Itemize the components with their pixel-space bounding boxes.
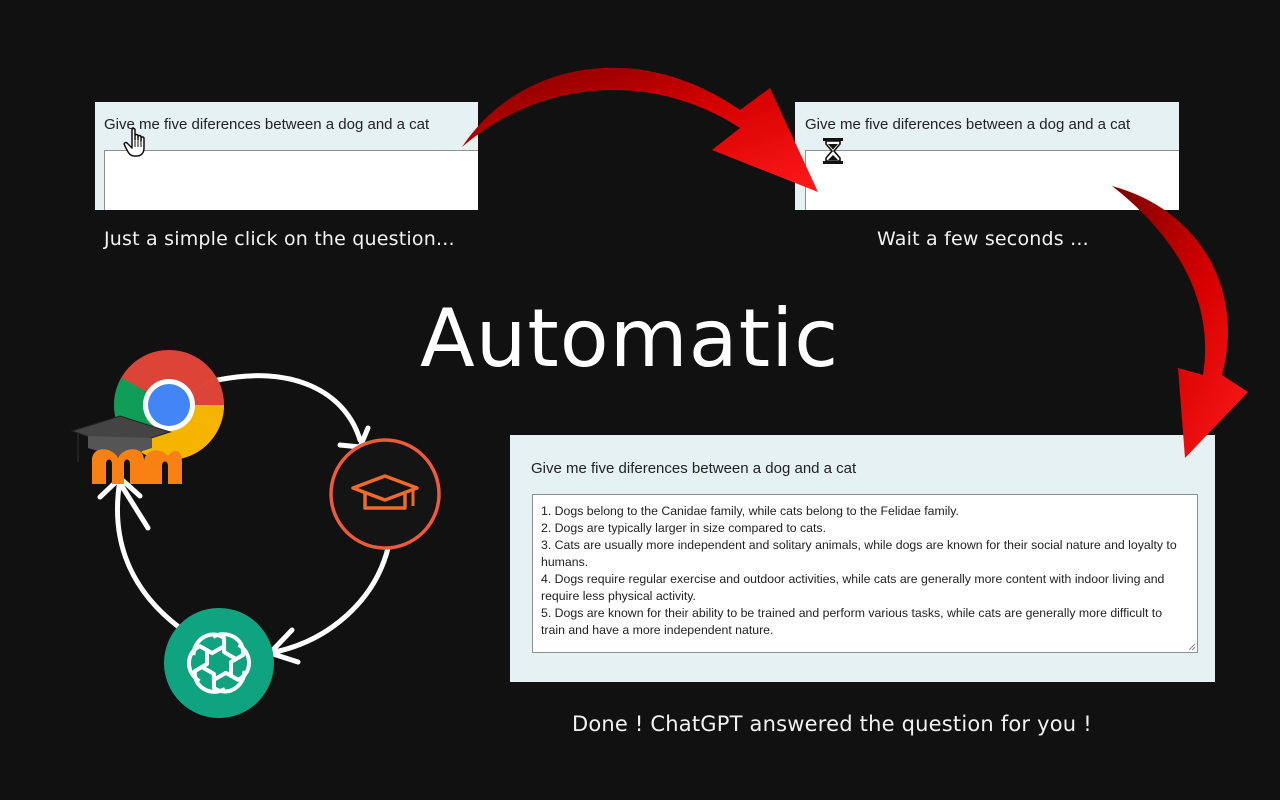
question-text: Give me five diferences between a dog an… <box>805 116 1131 133</box>
moodle-logo-icon <box>70 415 182 484</box>
answer-line: 1. Dogs belong to the Canidae family, wh… <box>541 504 959 518</box>
question-text[interactable]: Give me five diferences between a dog an… <box>104 116 430 133</box>
openai-logo-icon <box>164 608 274 718</box>
hourglass-icon <box>823 138 843 164</box>
cycle-arrow-cap-to-openai <box>272 545 391 655</box>
answer-line: 4. Dogs require regular exercise and out… <box>541 572 1168 603</box>
automatic-title: Automatic <box>420 292 840 385</box>
answer-textarea[interactable]: 1. Dogs belong to the Canidae family, wh… <box>532 494 1198 653</box>
graduation-cap-icon <box>329 438 441 550</box>
answer-line: 3. Cats are usually more independent and… <box>541 538 1181 569</box>
caption-step3: Done ! ChatGPT answered the question for… <box>572 712 1092 736</box>
cycle-arrow-chrome-to-cap <box>215 373 363 443</box>
answer-box[interactable] <box>104 150 478 210</box>
question-panel-step1: Give me five diferences between a dog an… <box>95 102 478 210</box>
answer-line: 2. Dogs are typically larger in size com… <box>541 521 827 535</box>
caption-step1: Just a simple click on the question... <box>104 228 455 250</box>
caption-step2: Wait a few seconds ... <box>877 228 1089 250</box>
cycle-tail-left <box>115 477 151 531</box>
hand-pointer-icon <box>123 127 145 157</box>
question-panel-step2: Give me five diferences between a dog an… <box>795 102 1179 210</box>
answer-panel-step3: Give me five diferences between a dog an… <box>510 435 1215 682</box>
question-text: Give me five diferences between a dog an… <box>531 460 857 477</box>
answer-line: 5. Dogs are known for their ability to b… <box>541 606 1166 637</box>
answer-text: 1. Dogs belong to the Canidae family, wh… <box>541 503 1187 639</box>
cycle-arrow-openai-to-moodle <box>115 477 183 631</box>
resize-grip-icon[interactable] <box>1188 643 1196 651</box>
